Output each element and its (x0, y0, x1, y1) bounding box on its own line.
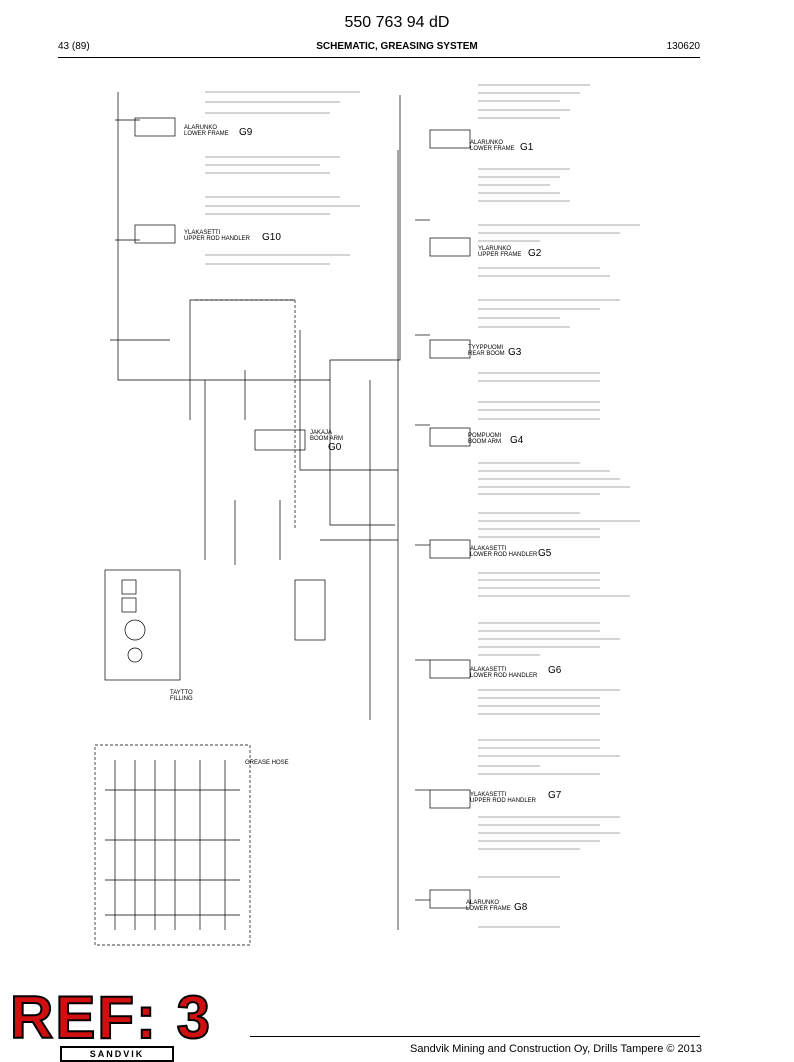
group-g6: ALAKASETTI LOWER ROD HANDLER G6 (470, 665, 561, 679)
group-g7: YLAKASETTI UPPER ROD HANDLER G7 (470, 790, 561, 804)
group-g7-id: G7 (548, 790, 562, 801)
filling-label: TAYTTO FILLING (170, 690, 193, 702)
group-g8: ALARUNKO LOWER FRAME G8 (466, 900, 527, 913)
group-g0-fi: JAKAJA (310, 430, 333, 436)
group-g3-en: REAR BOOM (468, 351, 505, 357)
group-g2-id: G2 (528, 248, 542, 259)
group-g10-fi: YLAKASETTI (184, 230, 221, 236)
group-g2: YLARUNKO UPPER FRAME G2 (478, 246, 541, 259)
group-g10-id: G10 (262, 232, 281, 243)
grease-hose-label: GREASE HOSE (245, 760, 289, 766)
group-g8-fi: ALARUNKO (466, 900, 500, 906)
group-g0-en: BOOM ARM (310, 436, 344, 442)
group-g9: ALARUNKO LOWER FRAME G9 (184, 125, 252, 138)
ref-stamp: REF: 3 (9, 983, 213, 1052)
group-g8-id: G8 (514, 902, 528, 913)
page-number: 43 (89) (58, 41, 90, 52)
group-g4-fi: POMPUOMI (468, 433, 502, 439)
group-g10: YLAKASETTI UPPER ROD HANDLER G10 (184, 230, 281, 243)
group-g4-id: G4 (510, 435, 524, 446)
page-title: SCHEMATIC, GREASING SYSTEM (316, 41, 478, 52)
group-g1-id: G1 (520, 142, 534, 153)
group-g4-en: BOOM ARM (468, 439, 502, 445)
group-g6-en: LOWER ROD HANDLER (470, 673, 538, 679)
group-g10-en: UPPER ROD HANDLER (184, 236, 251, 242)
group-g5-id: G5 (538, 548, 552, 559)
group-g1: ALARUNKO LOWER FRAME G1 (470, 140, 533, 153)
group-g4: POMPUOMI BOOM ARM G4 (468, 433, 523, 446)
group-g2-en: UPPER FRAME (478, 252, 522, 258)
group-g7-en: UPPER ROD HANDLER (470, 798, 537, 804)
footer-company: Sandvik Mining and Construction Oy, Dril… (410, 1043, 702, 1055)
group-g3: TYYPPUOMI REAR BOOM G3 (468, 345, 521, 358)
group-g2-fi: YLARUNKO (478, 246, 512, 252)
group-g8-en: LOWER FRAME (466, 906, 511, 912)
group-g1-fi: ALARUNKO (470, 140, 504, 146)
group-g9-en: LOWER FRAME (184, 131, 229, 137)
group-g3-fi: TYYPPUOMI (468, 345, 504, 351)
group-g5-en: LOWER ROD HANDLER (470, 552, 538, 558)
group-g3-id: G3 (508, 347, 522, 358)
group-g0: JAKAJA BOOM ARM G0 (310, 430, 344, 453)
group-g7-fi: YLAKASETTI (470, 792, 507, 798)
footer-divider (250, 1036, 700, 1037)
group-g5-fi: ALAKASETTI (470, 546, 507, 552)
group-g6-fi: ALAKASETTI (470, 667, 507, 673)
group-g5: ALAKASETTI LOWER ROD HANDLER G5 (470, 546, 551, 559)
group-g1-en: LOWER FRAME (470, 146, 515, 152)
group-g9-id: G9 (239, 127, 253, 138)
group-g6-id: G6 (548, 665, 562, 676)
group-g9-fi: ALARUNKO (184, 125, 218, 131)
header-divider (58, 57, 700, 58)
document-number: 550 763 94 dD (344, 14, 450, 31)
document-date: 130620 (666, 41, 700, 52)
group-g0-id: G0 (328, 442, 342, 453)
